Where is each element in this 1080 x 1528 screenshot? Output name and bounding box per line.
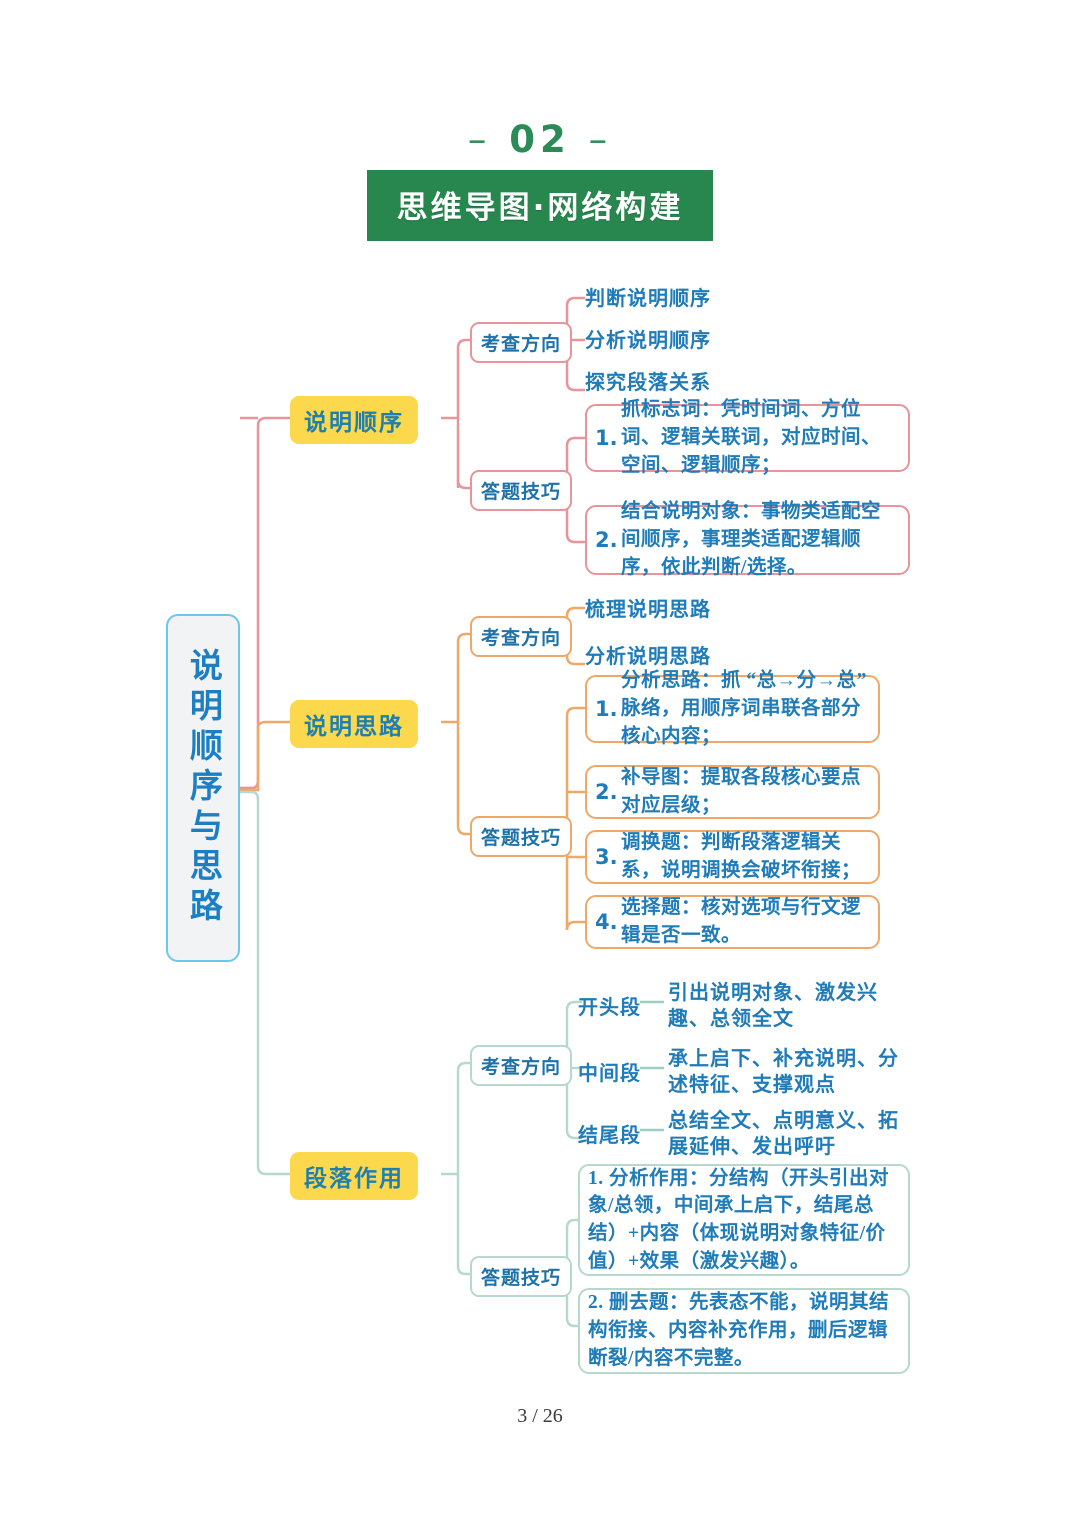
branch-node-1-label: 说明顺序	[304, 410, 404, 436]
technique-box-text: 分析思路：抓 “总→分→总” 脉络，用顺序词串联各部分核心内容；	[621, 670, 867, 747]
branch-node-2-label: 说明思路	[304, 714, 404, 740]
branch-3-position-label-2: 中间段	[578, 1063, 641, 1085]
label-text: 答题技巧	[481, 482, 562, 503]
branch-2-technique-box-4: 4. 选择题：核对选项与行文逻辑是否一致。	[585, 895, 880, 949]
section-number: – 02 –	[0, 118, 1080, 161]
label-text: 答题技巧	[481, 1268, 562, 1289]
branch-1-direction-item-1: 判断说明顺序	[585, 288, 711, 310]
branch-1-technique-label[interactable]: 答题技巧	[470, 470, 573, 511]
branch-2-technique-box-1: 1. 分析思路：抓 “总→分→总” 脉络，用顺序词串联各部分核心内容；	[585, 670, 880, 747]
root-node-label: 说明顺序与思路	[184, 648, 224, 928]
branch-3-technique-box-2: 2. 删去题：先表态不能，说明其结构衔接、内容补充作用，删后逻辑断裂/内容不完整…	[578, 1288, 910, 1374]
technique-box-text: 补导图：提取各段核心要点对应层级；	[621, 767, 862, 816]
technique-box-number: 1.	[595, 426, 618, 450]
technique-box-number: 2.	[595, 780, 618, 804]
branch-2-technique-box-3: 3. 调换题：判断段落逻辑关系，说明调换会破坏衔接；	[585, 830, 880, 884]
banner-title: 思维导图·网络构建	[366, 170, 714, 241]
dash-left-icon: –	[467, 118, 492, 161]
label-text: 考查方向	[481, 334, 562, 355]
branch-2-technique-label[interactable]: 答题技巧	[470, 816, 573, 857]
branch-2-direction-item-1: 梳理说明思路	[585, 599, 711, 621]
branch-3-position-text-1: 引出说明对象、激发兴趣、总领全文	[668, 982, 878, 1031]
technique-box-number: 1.	[595, 697, 618, 721]
technique-box-text: 结合说明对象：事物类适配空间顺序，事理类适配逻辑顺序，依此判断/选择。	[621, 501, 882, 578]
branch-1-direction-item-3: 探究段落关系	[585, 372, 711, 394]
branch-1-technique-box-1: 1. 抓标志词：凭时间词、方位词、逻辑关联词，对应时间、空间、逻辑顺序；	[585, 399, 910, 476]
branch-3-position-text-3: 总结全文、点明意义、拓展延伸、发出呼吁	[668, 1110, 899, 1159]
technique-box-number: 2.	[595, 528, 618, 552]
label-text: 考查方向	[481, 1057, 562, 1078]
technique-box-text: 1. 分析作用：分结构（开头引出对象/总领，中间承上启下，结尾总结）+内容（体现…	[588, 1167, 890, 1272]
branch-1-direction-item-2: 分析说明顺序	[585, 330, 711, 352]
branch-node-1[interactable]: 说明顺序	[290, 396, 418, 444]
branch-3-position-label-3: 结尾段	[578, 1125, 641, 1147]
branch-node-2[interactable]: 说明思路	[290, 700, 418, 748]
label-text: 考查方向	[481, 628, 562, 649]
root-node[interactable]: 说明顺序与思路	[166, 614, 240, 962]
branch-1-direction-label[interactable]: 考查方向	[470, 322, 573, 363]
branch-node-3-label: 段落作用	[304, 1166, 404, 1192]
branch-node-3[interactable]: 段落作用	[290, 1152, 418, 1200]
label-text: 答题技巧	[481, 828, 562, 849]
technique-box-text: 2. 删去题：先表态不能，说明其结构衔接、内容补充作用，删后逻辑断裂/内容不完整…	[588, 1292, 890, 1369]
page-footer: 3 / 26	[517, 1405, 563, 1427]
technique-box-text: 抓标志词：凭时间词、方位词、逻辑关联词，对应时间、空间、逻辑顺序；	[621, 399, 882, 476]
page-header: – 02 – 思维导图·网络构建	[0, 118, 1080, 246]
technique-box-text: 调换题：判断段落逻辑关系，说明调换会破坏衔接；	[621, 832, 862, 881]
branch-3-position-text-2: 承上启下、补充说明、分述特征、支撑观点	[668, 1048, 899, 1097]
technique-box-number: 4.	[595, 910, 618, 934]
technique-box-number: 3.	[595, 845, 618, 869]
branch-2-direction-label[interactable]: 考查方向	[470, 616, 573, 657]
branch-3-technique-box-1: 1. 分析作用：分结构（开头引出对象/总领，中间承上启下，结尾总结）+内容（体现…	[578, 1164, 910, 1276]
branch-1-technique-box-2: 2. 结合说明对象：事物类适配空间顺序，事理类适配逻辑顺序，依此判断/选择。	[585, 501, 910, 578]
technique-box-text: 选择题：核对选项与行文逻辑是否一致。	[621, 897, 862, 946]
banner-wrapper: 思维导图·网络构建	[366, 170, 714, 241]
branch-3-position-label-1: 开头段	[578, 997, 641, 1019]
branch-3-technique-label[interactable]: 答题技巧	[470, 1256, 573, 1297]
dash-right-icon: –	[588, 118, 613, 161]
branch-2-technique-box-2: 2. 补导图：提取各段核心要点对应层级；	[585, 765, 880, 819]
section-number-value: 02	[509, 118, 571, 161]
branch-2-direction-item-2: 分析说明思路	[585, 646, 711, 668]
branch-3-direction-label[interactable]: 考查方向	[470, 1045, 573, 1086]
